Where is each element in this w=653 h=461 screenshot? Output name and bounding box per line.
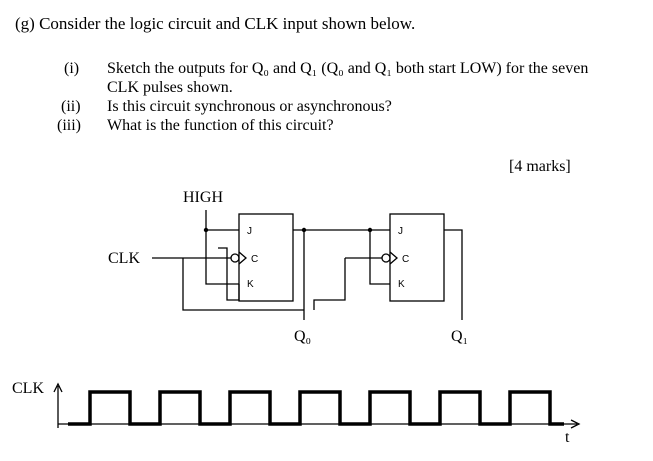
part-iii-number: (iii) (57, 117, 81, 134)
clock-triangle-1 (389, 251, 398, 265)
time-axis-label: t (565, 429, 570, 446)
timing-clk-label: CLK (12, 380, 44, 397)
ff1-c-pin: C (402, 254, 409, 265)
part-i-number: (i) (64, 60, 80, 77)
clock-bubble-1 (381, 253, 391, 263)
q0-feedback-wire (182, 247, 304, 311)
clock-triangle-0 (238, 251, 247, 265)
ff1-k-pin: K (398, 279, 405, 290)
ff1-clock-wire (313, 257, 382, 310)
q1-label: Q₁ (451, 328, 468, 345)
timing-x-arrow (570, 419, 581, 429)
junction-q0-ff1 (367, 227, 373, 233)
marks-label: [4 marks] (509, 158, 571, 175)
clk-waveform (68, 390, 564, 426)
question-heading: (g) Consider the logic circuit and CLK i… (15, 14, 416, 33)
q0-wire (293, 229, 390, 320)
part-ii-text: Is this circuit synchronous or asynchron… (107, 98, 392, 115)
part-ii-number: (ii) (61, 98, 81, 115)
clock-bubble-0 (230, 253, 240, 263)
ff1-j-pin: J (398, 226, 403, 237)
high-wire (205, 210, 239, 285)
ff0-c-pin: C (251, 254, 258, 265)
part-i-text-line1: Sketch the outputs for Q₀ and Q₁ (Q₀ and… (107, 60, 589, 77)
timing-y-arrow (53, 382, 63, 393)
part-iii-text: What is the function of this circuit? (107, 117, 334, 134)
circuit-clk-label: CLK (108, 250, 140, 267)
junction-high (203, 227, 209, 233)
ff0-k-pin: K (247, 279, 254, 290)
part-i-text-line2: CLK pulses shown. (107, 79, 233, 96)
junction-q0 (301, 227, 307, 233)
high-label: HIGH (183, 189, 223, 206)
q1-wire (444, 229, 463, 320)
q0-label: Q₀ (294, 328, 311, 345)
ff0-j-pin: J (247, 226, 252, 237)
